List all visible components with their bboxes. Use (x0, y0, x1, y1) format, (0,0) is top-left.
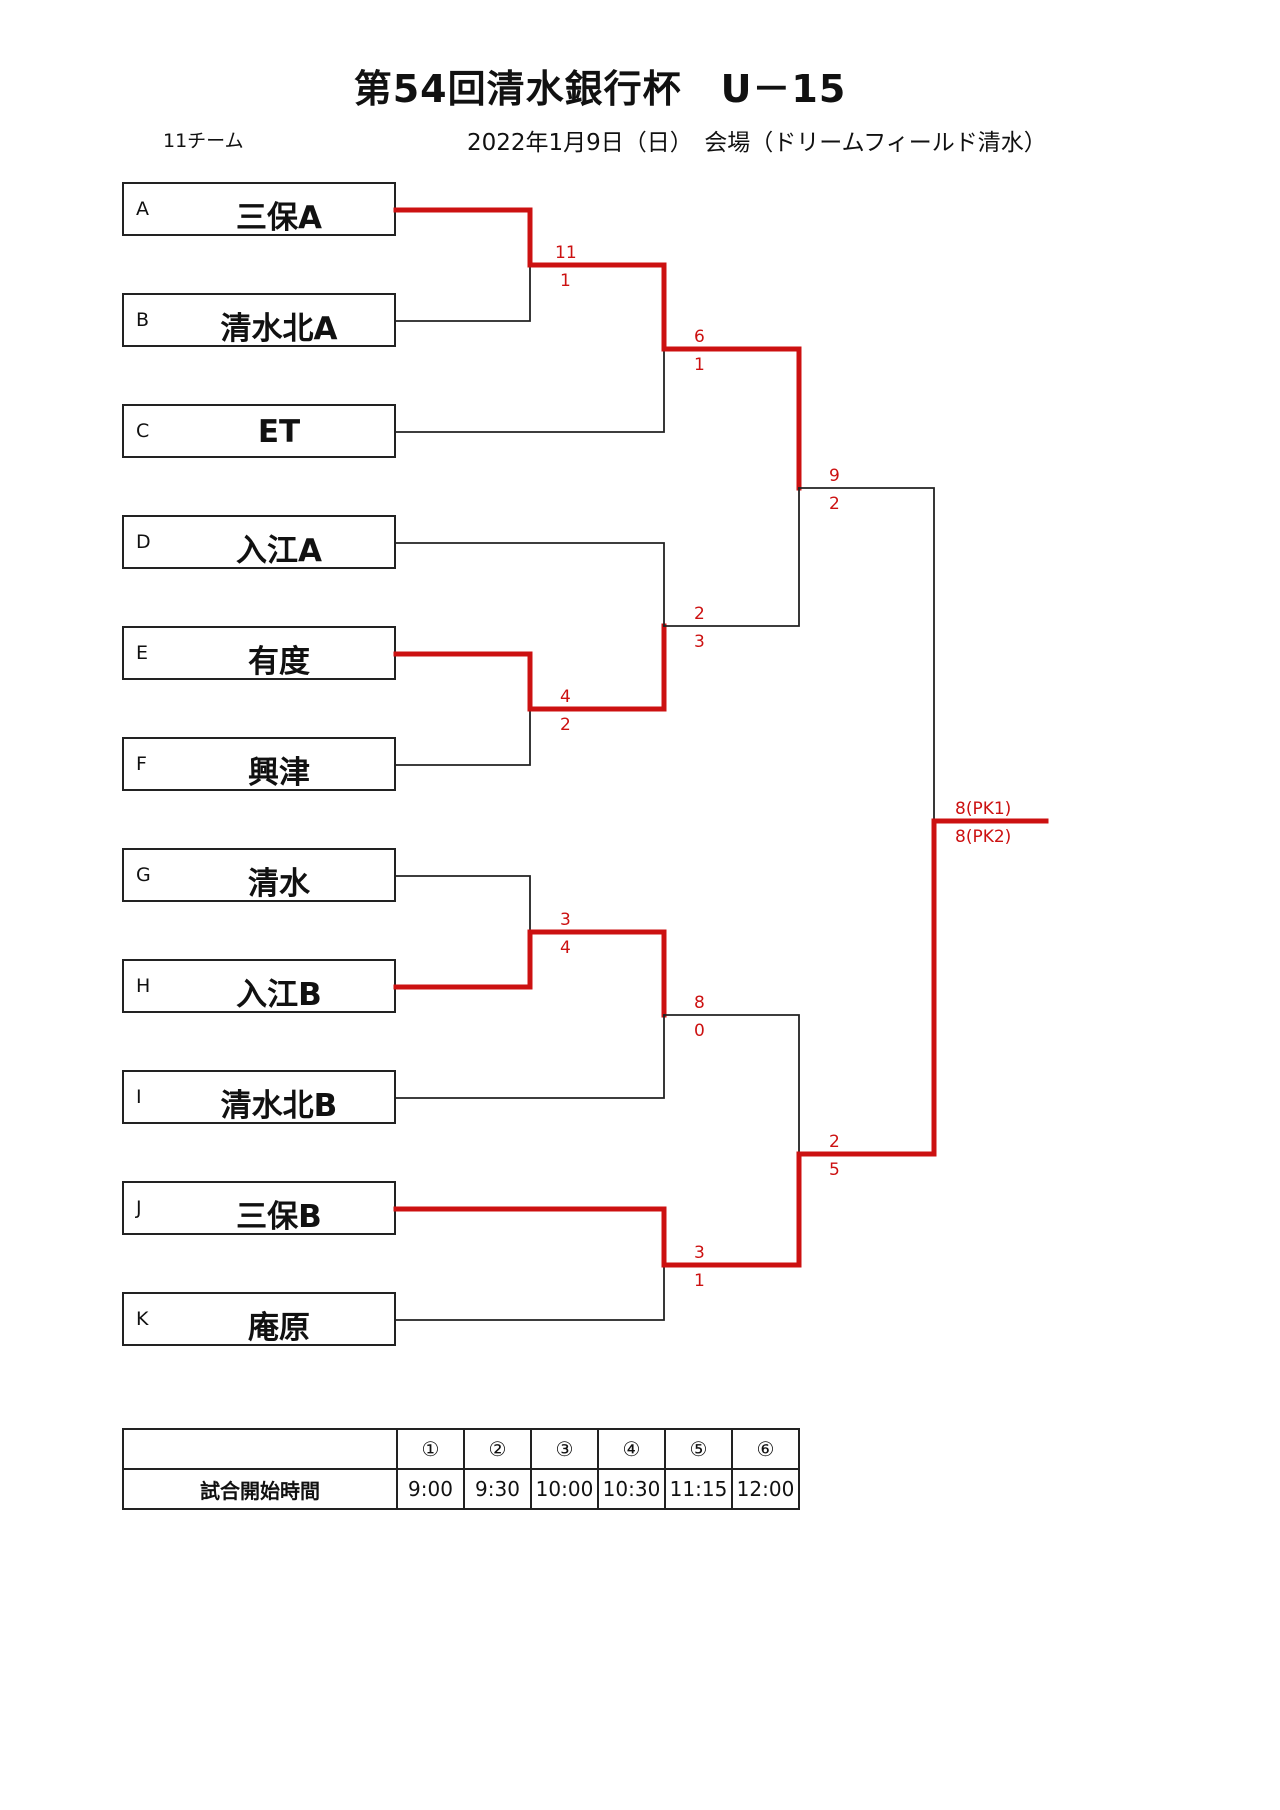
table-row: ① ② ③ ④ ⑤ ⑥ (122, 1428, 800, 1470)
table-row: 試合開始時間 9:00 9:30 10:00 10:30 11:15 12:00 (122, 1468, 800, 1510)
slot-mark: ② (463, 1428, 532, 1470)
team-box-g: G 清水 (122, 848, 396, 902)
bracket-line (527, 623, 667, 712)
score-label: 5 (829, 1160, 840, 1180)
score-label: 1 (694, 355, 705, 375)
bracket-line (393, 1206, 667, 1268)
score-label: 8(PK1) (955, 799, 1011, 819)
team-name: 三保A (236, 200, 322, 236)
teams-count: 11チーム (163, 130, 244, 152)
bracket-line (796, 818, 937, 1157)
team-name: 清水北B (220, 1088, 338, 1124)
score-label: 3 (694, 1243, 705, 1263)
slot-mark: ④ (597, 1428, 666, 1470)
bracket-line (663, 487, 800, 627)
bracket-line (395, 708, 531, 766)
score-label: 2 (829, 1132, 840, 1152)
team-letter: E (136, 642, 149, 664)
slot-mark: ⑥ (731, 1428, 800, 1470)
score-label: 9 (829, 466, 840, 486)
team-letter: F (136, 753, 147, 775)
bracket-line (661, 1151, 802, 1268)
team-box-j: J 三保B (122, 1181, 396, 1235)
team-box-d: D 入江A (122, 515, 396, 569)
slot-time: 10:00 (530, 1468, 599, 1510)
team-letter: B (136, 309, 150, 331)
bracket-line (395, 875, 531, 933)
team-name: 興津 (248, 755, 310, 791)
bracket-line (527, 929, 667, 1018)
team-box-e: E 有度 (122, 626, 396, 680)
team-letter: I (136, 1086, 142, 1108)
score-label: 2 (694, 604, 705, 624)
score-label: 6 (694, 327, 705, 347)
bracket-line (395, 1014, 665, 1099)
team-letter: J (136, 1197, 142, 1219)
slot-time: 9:00 (396, 1468, 465, 1510)
slot-time: 11:15 (664, 1468, 733, 1510)
team-box-i: I 清水北B (122, 1070, 396, 1124)
team-box-k: K 庵原 (122, 1292, 396, 1346)
team-letter: D (136, 531, 151, 553)
score-label: 8 (694, 993, 705, 1013)
team-name: 清水 (248, 866, 310, 902)
bracket-line (395, 348, 665, 433)
score-label: 1 (694, 1271, 705, 1291)
date-venue: 2022年1月9日（日） 会場（ドリームフィールド清水） (467, 130, 1047, 156)
team-box-f: F 興津 (122, 737, 396, 791)
bracket-line (527, 262, 667, 352)
bracket-line (798, 487, 935, 822)
score-label: 8(PK2) (955, 827, 1011, 847)
bracket-diagram: 11 1 6 1 4 2 2 3 9 2 3 4 8 0 3 1 2 5 8(P… (393, 207, 1049, 1321)
bracket-line (393, 929, 533, 990)
slot-mark: ① (396, 1428, 465, 1470)
score-label: 4 (560, 687, 571, 707)
slot-mark: ⑤ (664, 1428, 733, 1470)
bracket-line (395, 1264, 665, 1321)
table-cell (122, 1428, 398, 1470)
score-label: 1 (560, 271, 571, 291)
team-letter: H (136, 975, 151, 997)
team-name: 入江B (236, 977, 322, 1013)
team-box-h: H 入江B (122, 959, 396, 1013)
score-label: 0 (694, 1021, 705, 1041)
team-name: ET (257, 414, 301, 450)
slot-mark: ③ (530, 1428, 599, 1470)
team-name: 清水北A (220, 311, 338, 347)
score-label: 2 (829, 494, 840, 514)
score-label: 3 (694, 632, 705, 652)
team-letter: A (136, 198, 149, 220)
team-name: 三保B (236, 1199, 322, 1235)
score-label: 11 (555, 243, 577, 263)
start-time-label: 試合開始時間 (122, 1468, 398, 1510)
slot-time: 10:30 (597, 1468, 666, 1510)
team-name: 庵原 (248, 1310, 310, 1346)
team-letter: C (136, 420, 150, 442)
team-box-b: B 清水北A (122, 293, 396, 347)
bracket-line (395, 264, 531, 322)
tournament-title: 第54回清水銀行杯 U－15 (353, 67, 847, 111)
team-letter: K (136, 1308, 149, 1330)
bracket-line (395, 542, 665, 627)
score-label: 2 (560, 715, 571, 735)
schedule-table: ① ② ③ ④ ⑤ ⑥ 試合開始時間 9:00 9:30 10:00 10:30… (122, 1428, 800, 1510)
team-name: 入江A (236, 533, 322, 569)
bracket-line (663, 1014, 800, 1155)
score-label: 3 (560, 910, 571, 930)
bracket-line (661, 346, 802, 491)
team-letter: G (136, 864, 151, 886)
bracket-line (393, 207, 533, 268)
slot-time: 9:30 (463, 1468, 532, 1510)
team-name: 有度 (248, 644, 310, 680)
team-box-c: C ET (122, 404, 396, 458)
score-label: 4 (560, 938, 571, 958)
slot-time: 12:00 (731, 1468, 800, 1510)
bracket-line (393, 651, 533, 712)
